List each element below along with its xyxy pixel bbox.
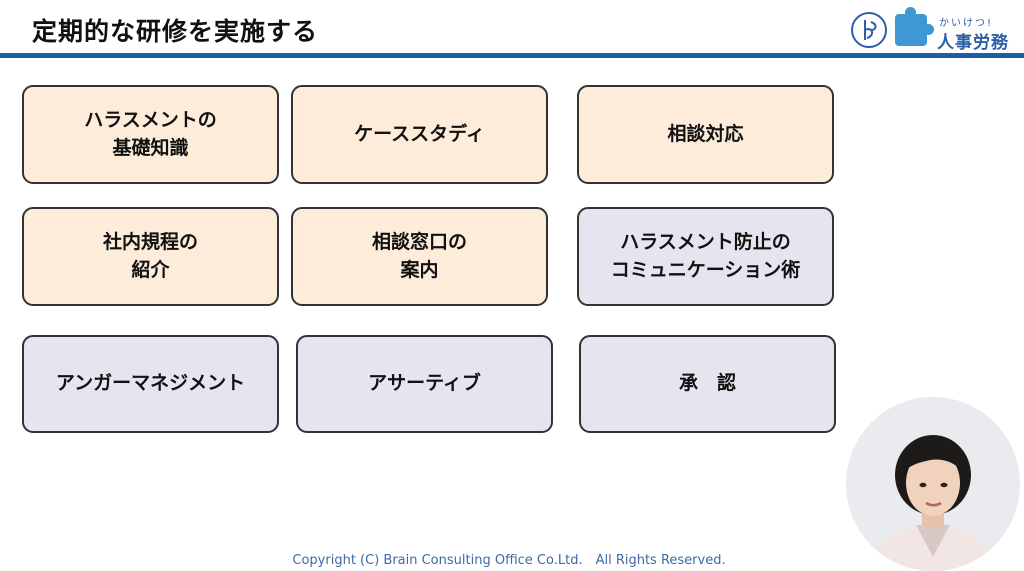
training-box-harassment-basics: ハラスメントの 基礎知識 [22,85,279,184]
training-box-consultation-desk: 相談窓口の 案内 [291,207,548,306]
training-box-communication: ハラスメント防止の コミュニケーション術 [577,207,834,306]
presenter-avatar-icon [846,397,1020,571]
training-label: アサーティブ [368,372,481,395]
puzzle-icon [895,7,934,46]
training-label: 承 認 [678,372,736,395]
training-box-consultation: 相談対応 [577,85,834,184]
training-label: ハラスメントの 基礎知識 [84,108,217,159]
training-box-assertive: アサーティブ [296,335,553,433]
training-label: 社内規程の 紹介 [102,230,198,281]
logo-name: 人事労務 [937,33,1009,53]
presenter-video [846,397,1020,571]
copyright-text: Copyright (C) Brain Consulting Office Co… [0,549,1024,568]
brain-logo-icon [851,12,887,48]
training-label: ケーススタディ [354,122,485,145]
training-box-internal-rules: 社内規程の 紹介 [22,207,279,306]
training-label: 相談窓口の 案内 [371,230,467,281]
training-box-case-study: ケーススタディ [291,85,548,184]
training-box-anger-management: アンガーマネジメント [22,335,279,433]
training-label: 相談対応 [667,122,744,145]
training-label: アンガーマネジメント [55,372,246,395]
copyright-label: Copyright (C) Brain Consulting Office Co… [292,553,726,568]
training-label: ハラスメント防止の コミュニケーション術 [610,230,801,281]
header-divider [0,53,1024,58]
page-title: 定期的な研修を実施する [32,17,319,46]
company-logo: かいけつ! 人事労務 [851,6,1021,53]
training-box-recognition: 承 認 [579,335,836,433]
logo-tagline: かいけつ! [939,18,994,29]
